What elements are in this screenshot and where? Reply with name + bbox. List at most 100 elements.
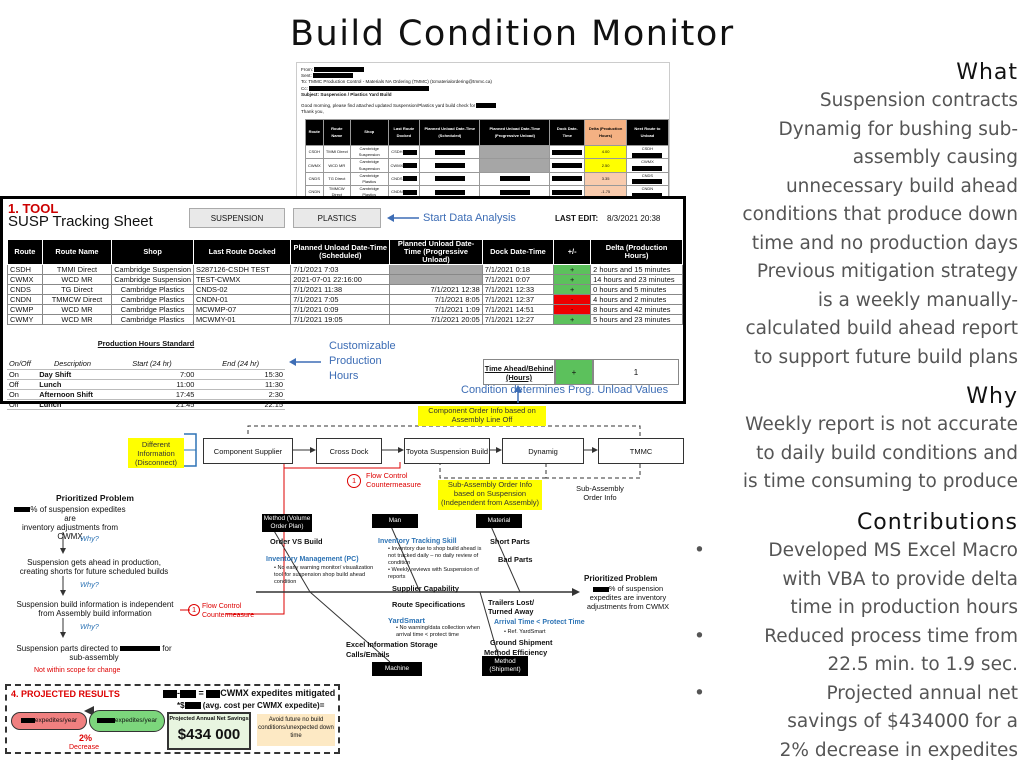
cell-last: MCWMP-07 xyxy=(193,304,292,315)
cell-last: S287126-CSDH TEST xyxy=(193,264,292,275)
cell-dock: 7/1/2021 0:18 xyxy=(481,264,555,275)
flow-control-number: 1 xyxy=(347,474,361,488)
decrease-percent: 2% xyxy=(79,733,93,743)
node-component-supplier: Component Supplier xyxy=(203,438,293,464)
problem-title: Prioritized Problem xyxy=(56,493,134,503)
not-in-scope-note: Not within scope for change xyxy=(34,667,121,674)
cell-delta: 0 hours and 5 minutes xyxy=(590,284,683,295)
cell-sign: + xyxy=(553,274,592,285)
cell-last: CNDS-02 xyxy=(193,284,292,295)
contributions-section: Contributions Developed MS Excel Macrowi… xyxy=(694,510,1018,765)
cell-delta: 2 hours and 15 minutes xyxy=(590,264,683,275)
page-title: Build Condition Monitor xyxy=(290,14,735,54)
node-tmmc: TMMC xyxy=(598,438,684,464)
why-label: Why? xyxy=(80,534,99,543)
why-label: Why? xyxy=(80,622,99,631)
subassembly-order-label: Sub-Assembly Order Info xyxy=(576,484,624,502)
cell-sign: - xyxy=(553,304,592,315)
node-dynamig: Dynamig xyxy=(502,438,584,464)
tool-label: 1. TOOL xyxy=(8,201,59,216)
cell-route: CNDS xyxy=(7,284,43,295)
bad-parts: Bad Parts xyxy=(498,555,533,564)
analysis-diagram: Component Order Info based on Assembly L… xyxy=(0,404,700,768)
cell-prog: 7/1/2021 8:05 xyxy=(389,294,483,305)
suspension-button[interactable]: SUSPENSION xyxy=(189,208,285,228)
cell-prog xyxy=(389,264,483,275)
inventory-management: Inventory Management (PC) xyxy=(266,556,359,563)
savings-box: Projected Annual Net Savings $434 000 xyxy=(167,712,251,750)
cell-sched: 7/1/2021 19:05 xyxy=(290,314,391,325)
cell-prog: 7/1/2021 20:05 xyxy=(389,314,483,325)
cell-prog: 7/1/2021 1:09 xyxy=(389,304,483,315)
different-info-note: Different Information (Disconnect) xyxy=(128,438,184,468)
cell-shop: Cambridge Plastics xyxy=(111,294,195,305)
last-edit-value: 8/3/2021 20:38 xyxy=(607,214,661,223)
email-screenshot: From: Sent: To: TMMC Production Control … xyxy=(296,62,670,198)
inventory-management-bullet: • No early warning monitor/ visualizatio… xyxy=(274,565,374,585)
why-heading: Why xyxy=(966,384,1018,409)
cell-sign: - xyxy=(553,294,592,305)
cell-sched: 7/1/2021 7:05 xyxy=(290,294,391,305)
arrival-bullet: • Ref. YardSmart xyxy=(504,629,546,635)
calls-emails: Calls/Emails xyxy=(346,650,390,659)
why-label: Why? xyxy=(80,580,99,589)
inventory-tracking-skill: Inventory Tracking Skill xyxy=(378,538,457,545)
category-material: Material xyxy=(476,514,522,528)
cell-route: CNDN xyxy=(7,294,43,305)
plastics-button[interactable]: PLASTICS xyxy=(293,208,381,228)
category-method: Method (Volume Order Plan) xyxy=(262,514,312,532)
time-ahead-input[interactable]: 1 xyxy=(593,359,679,385)
flow-control-label: Flow Control Countermeasure xyxy=(366,471,422,489)
cell-dock: 7/1/2021 12:27 xyxy=(481,314,555,325)
why-step-3: Suspension build information is independ… xyxy=(16,600,174,618)
cell-dock: 7/1/2021 12:33 xyxy=(481,284,555,295)
order-vs-build: Order VS Build xyxy=(270,537,323,546)
tracking-table: Route Route Name Shop Last Route Docked … xyxy=(7,239,683,325)
category-machine: Machine xyxy=(372,662,422,676)
route-specifications: Route Specifications xyxy=(392,600,466,609)
category-man: Man xyxy=(372,514,418,528)
formula-line-1: - = CWMX expedites mitigated xyxy=(163,689,335,698)
cell-route: CSDH xyxy=(7,264,43,275)
cell-sign: + xyxy=(553,314,592,325)
condition-note: Condition determines Prog. Unload Values xyxy=(461,384,669,396)
expedites-before: expedites/year xyxy=(11,712,87,730)
cell-name: WCD MR xyxy=(41,304,113,315)
ground-shipment: Ground Shipment xyxy=(490,638,553,647)
cell-delta: 14 hours and 23 minutes xyxy=(590,274,683,285)
cell-dock: 7/1/2021 12:37 xyxy=(481,294,555,305)
supplier-capability: Supplier Capability xyxy=(392,584,459,593)
cell-name: TG Direct xyxy=(41,284,113,295)
cell-route: CWMP xyxy=(7,304,43,315)
avoid-note: Avoid future no build conditions/unexpec… xyxy=(257,714,335,746)
cell-sched: 7/1/2021 7:03 xyxy=(290,264,391,275)
why-step-2: Suspension gets ahead in production,crea… xyxy=(19,558,169,576)
node-cross-dock: Cross Dock xyxy=(316,438,382,464)
cell-shop: Cambridge Plastics xyxy=(111,284,195,295)
sheet-title: SUSP Tracking Sheet xyxy=(8,213,153,230)
cell-shop: Cambridge Suspension xyxy=(111,274,195,285)
cell-delta: 5 hours and 23 minutes xyxy=(590,314,683,325)
cell-sign: + xyxy=(553,284,592,295)
cell-route: CWMY xyxy=(7,314,43,325)
category-method-shipment: Method (Shipment) xyxy=(482,656,528,676)
method-efficiency: Method Efficiency xyxy=(484,648,548,657)
cell-name: WCD MR xyxy=(41,274,113,285)
